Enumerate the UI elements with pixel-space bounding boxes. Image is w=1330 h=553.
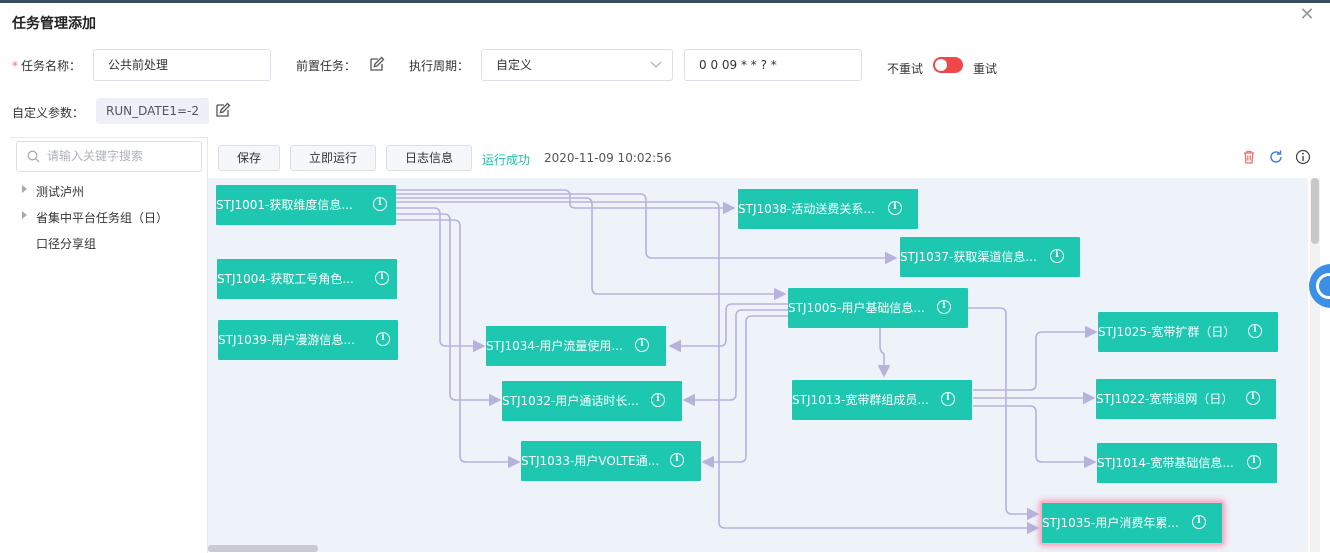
cycle-select-value: 自定义	[496, 58, 533, 72]
node-label: STJ1032-用户通话时长...	[502, 394, 639, 408]
task-name-label: *任务名称：	[12, 59, 82, 73]
custom-param-tag[interactable]: RUN_DATE1=-2	[96, 98, 209, 124]
cycle-select[interactable]: 自定义	[481, 49, 673, 81]
dag-node-1022[interactable]: STJ1022-宽带退网（日） i	[1096, 379, 1276, 419]
node-label: STJ1037-获取渠道信息...	[900, 250, 1037, 264]
dag-node-1004[interactable]: STJ1004-获取工号角色... i	[217, 259, 397, 299]
info-icon[interactable]: i	[635, 338, 649, 352]
tree-item-province-group[interactable]: 省集中平台任务组（日）	[36, 211, 169, 225]
run-timestamp: 2020-11-09 10:02:56	[544, 151, 672, 165]
info-icon[interactable]	[1295, 149, 1311, 165]
tree-search-placeholder: 请输入关键字搜索	[47, 149, 144, 163]
tree-panel	[10, 137, 208, 553]
floating-help-button[interactable]	[1309, 264, 1330, 308]
node-label: STJ1014-宽带基础信息...	[1097, 456, 1234, 470]
node-label: STJ1033-用户VOLTE通...	[521, 454, 660, 468]
info-icon[interactable]: i	[375, 271, 389, 285]
pre-task-label: 前置任务：	[296, 59, 357, 73]
dag-node-1034[interactable]: STJ1034-用户流量使用... i	[486, 326, 666, 366]
dialog-title: 任务管理添加	[12, 16, 96, 32]
dag-node-1001[interactable]: STJ1001-获取维度信息... i	[216, 185, 396, 225]
dag-node-1025[interactable]: STJ1025-宽带扩群（日） i	[1098, 312, 1278, 352]
toggle-knob	[935, 59, 947, 71]
info-icon[interactable]: i	[941, 392, 955, 406]
dag-node-1035[interactable]: STJ1035-用户消费年累... i	[1042, 503, 1222, 543]
tree-item-luzhou[interactable]: 测试泸州	[36, 185, 85, 199]
info-icon[interactable]: i	[1246, 391, 1260, 405]
scrollbar-thumb[interactable]	[1311, 178, 1319, 244]
search-icon	[27, 150, 40, 163]
info-icon[interactable]: i	[1192, 515, 1206, 529]
info-icon[interactable]: i	[1050, 249, 1064, 263]
info-icon[interactable]: i	[651, 393, 665, 407]
log-info-button[interactable]: 日志信息	[386, 145, 472, 171]
retry-label: 重试	[973, 62, 998, 76]
edit-pre-task-icon[interactable]	[369, 56, 385, 72]
dag-node-1014[interactable]: STJ1014-宽带基础信息... i	[1097, 443, 1277, 483]
cycle-label: 执行周期：	[409, 59, 470, 73]
node-label: STJ1025-宽带扩群（日）	[1098, 325, 1236, 339]
retry-toggle[interactable]	[933, 57, 963, 73]
task-name-input[interactable]: 公共前处理	[93, 49, 271, 81]
custom-params-label: 自定义参数：	[12, 106, 85, 120]
save-button[interactable]: 保存	[218, 145, 280, 171]
dag-node-1005[interactable]: STJ1005-用户基础信息... i	[788, 288, 968, 328]
vertical-scrollbar[interactable]	[1310, 178, 1320, 552]
tree-item-share-group[interactable]: 口径分享组	[36, 237, 97, 251]
node-label: STJ1005-用户基础信息...	[788, 301, 925, 315]
info-icon[interactable]: i	[888, 201, 902, 215]
chevron-down-icon	[650, 61, 662, 68]
info-icon[interactable]: i	[937, 300, 951, 314]
info-icon[interactable]: i	[373, 197, 387, 211]
close-icon[interactable]: ✕	[1299, 4, 1315, 25]
dag-canvas[interactable]: STJ1001-获取维度信息... i STJ1004-获取工号角色... i …	[208, 178, 1308, 552]
node-label: STJ1001-获取维度信息...	[216, 198, 353, 212]
dag-node-1039[interactable]: STJ1039-用户漫游信息... i	[218, 320, 398, 360]
no-retry-label: 不重试	[887, 62, 924, 76]
tree-search-input[interactable]: 请输入关键字搜索	[16, 141, 202, 172]
info-icon[interactable]: i	[1247, 455, 1261, 469]
cron-input[interactable]: 0 0 09 * * ? *	[684, 49, 862, 81]
horizontal-scrollbar[interactable]	[208, 545, 318, 552]
dag-node-1038[interactable]: STJ1038-活动送费关系... i	[738, 189, 918, 229]
info-icon[interactable]: i	[1248, 324, 1262, 338]
help-ring-icon	[1316, 273, 1330, 299]
dag-node-1032[interactable]: STJ1032-用户通话时长... i	[502, 381, 682, 421]
node-label: STJ1039-用户漫游信息...	[218, 333, 355, 347]
run-now-button[interactable]: 立即运行	[290, 145, 376, 171]
dag-node-1037[interactable]: STJ1037-获取渠道信息... i	[900, 237, 1080, 277]
dag-node-1013[interactable]: STJ1013-宽带群组成员... i	[792, 380, 972, 420]
node-label: STJ1035-用户消费年累...	[1042, 516, 1179, 530]
dag-node-1033[interactable]: STJ1033-用户VOLTE通... i	[521, 441, 701, 481]
info-icon[interactable]: i	[670, 453, 684, 467]
node-label: STJ1013-宽带群组成员...	[792, 393, 929, 407]
dag-edges	[396, 189, 1098, 535]
top-edge-strip	[0, 0, 1330, 3]
edit-params-icon[interactable]	[215, 102, 231, 118]
delete-icon[interactable]	[1241, 149, 1257, 165]
node-label: STJ1022-宽带退网（日）	[1096, 392, 1234, 406]
node-label: STJ1038-活动送费关系...	[738, 202, 875, 216]
node-label: STJ1004-获取工号角色...	[217, 272, 354, 286]
refresh-icon[interactable]	[1268, 149, 1284, 165]
caret-right-icon[interactable]	[22, 185, 27, 193]
node-label: STJ1034-用户流量使用...	[486, 339, 623, 353]
run-status: 运行成功	[482, 153, 531, 167]
info-icon[interactable]: i	[376, 332, 390, 346]
caret-right-icon[interactable]	[22, 211, 27, 219]
